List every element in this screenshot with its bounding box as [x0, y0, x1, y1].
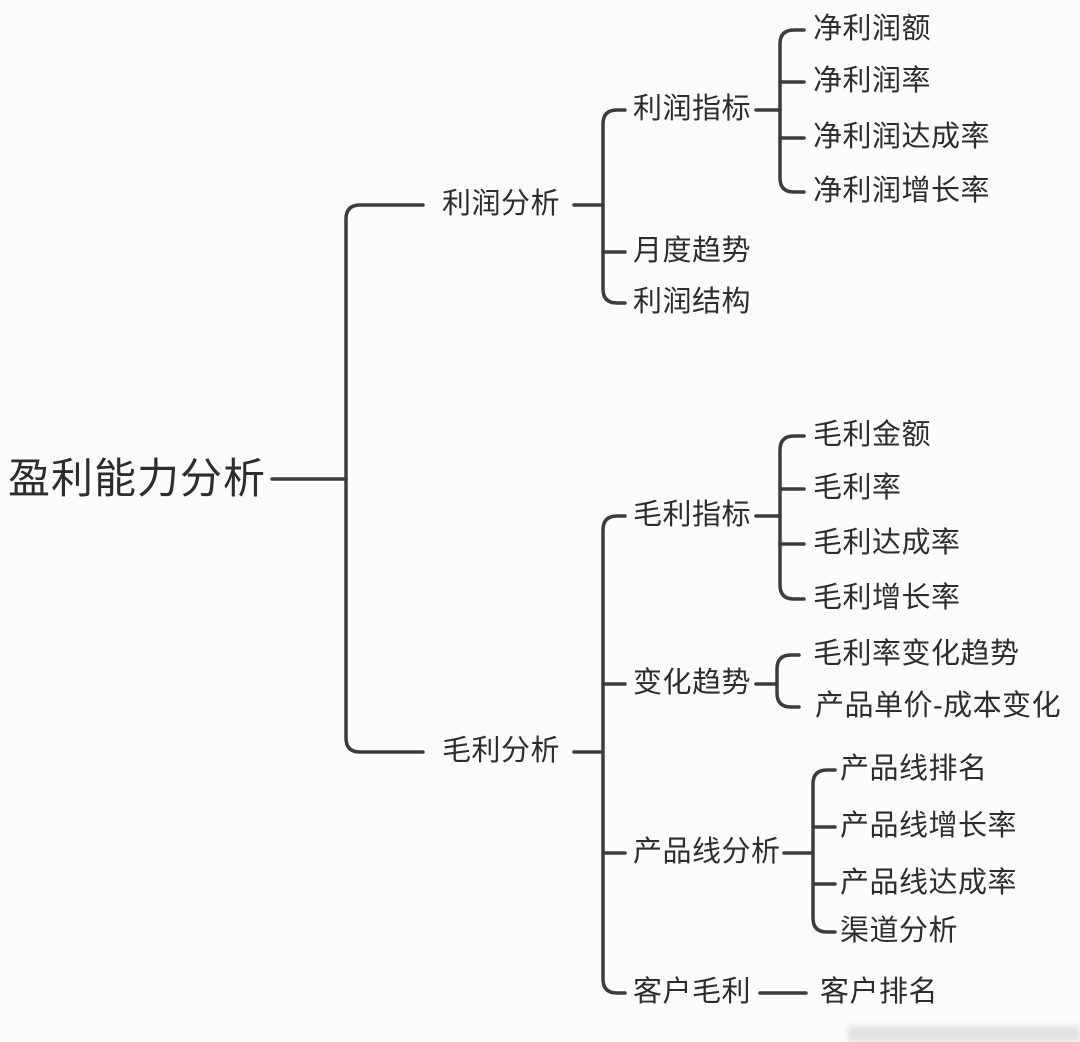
node-product-line-ranking[interactable]: 产品线排名: [840, 753, 988, 786]
node-gross-metrics[interactable]: 毛利指标: [633, 499, 752, 532]
node-net-profit-rate[interactable]: 净利润率: [813, 65, 932, 98]
node-change-trend[interactable]: 变化趋势: [633, 667, 752, 700]
node-monthly-trend[interactable]: 月度趋势: [633, 235, 752, 268]
node-gross-rate[interactable]: 毛利率: [813, 472, 902, 505]
node-gross-rate-change-trend[interactable]: 毛利率变化趋势: [813, 638, 1020, 671]
node-profit-metrics[interactable]: 利润指标: [633, 93, 752, 126]
node-net-profit-growth-rate[interactable]: 净利润增长率: [813, 175, 991, 208]
connector-gross-metrics-bracket: [778, 434, 806, 601]
node-gross-amount[interactable]: 毛利金额: [813, 419, 932, 452]
watermark-remnant: [848, 1026, 1080, 1042]
node-profit-structure[interactable]: 利润结构: [633, 286, 752, 319]
connector-profit-children-bracket: [601, 108, 627, 305]
node-gross-growth-rate[interactable]: 毛利增长率: [813, 582, 961, 615]
node-product-line-achievement-rate[interactable]: 产品线达成率: [840, 867, 1018, 900]
node-net-profit-amount[interactable]: 净利润额: [813, 13, 932, 46]
node-gross-analysis[interactable]: 毛利分析: [442, 735, 561, 768]
node-customer-gross[interactable]: 客户毛利: [633, 976, 752, 1009]
connector-trend-bracket: [775, 653, 801, 709]
node-net-profit-achievement-rate[interactable]: 净利润达成率: [813, 121, 991, 154]
connector-productline-bracket: [811, 768, 837, 934]
node-profit-analysis[interactable]: 利润分析: [442, 188, 561, 221]
node-product-line-growth-rate[interactable]: 产品线增长率: [840, 810, 1018, 843]
connector-gross-children-bracket: [601, 514, 627, 995]
node-root[interactable]: 盈利能力分析: [8, 454, 267, 502]
connector-profit-metrics-bracket: [778, 28, 806, 194]
node-product-line-analysis[interactable]: 产品线分析: [633, 836, 781, 869]
node-customer-ranking[interactable]: 客户排名: [820, 976, 939, 1009]
node-gross-achievement-rate[interactable]: 毛利达成率: [813, 527, 961, 560]
node-channel-analysis[interactable]: 渠道分析: [840, 915, 959, 948]
connector-level1-bracket: [344, 203, 425, 754]
node-unit-price-cost-change[interactable]: 产品单价-成本变化: [815, 690, 1062, 723]
